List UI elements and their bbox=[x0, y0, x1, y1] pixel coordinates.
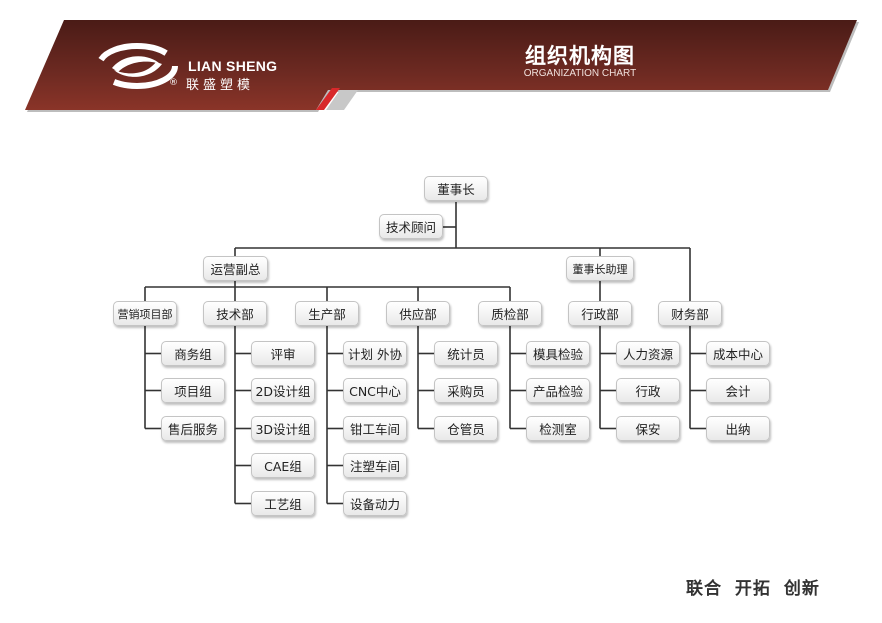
node-unit[interactable]: 出纳 bbox=[706, 416, 770, 441]
node-unit[interactable]: 人力资源 bbox=[616, 341, 680, 366]
node-unit[interactable]: 售后服务 bbox=[161, 416, 225, 441]
node-unit[interactable]: 设备动力 bbox=[343, 491, 407, 516]
node-unit[interactable]: 仓管员 bbox=[434, 416, 498, 441]
logo-swirl-icon bbox=[96, 43, 178, 89]
node-unit[interactable]: CAE组 bbox=[251, 453, 315, 478]
grey-stripe bbox=[326, 90, 358, 110]
node-unit[interactable]: CNC中心 bbox=[343, 378, 407, 403]
red-stripe bbox=[316, 88, 340, 110]
node-chairman-assistant[interactable]: 董事长助理 bbox=[566, 256, 634, 281]
node-chairman[interactable]: 董事长 bbox=[424, 176, 488, 201]
node-unit[interactable]: 采购员 bbox=[434, 378, 498, 403]
logo-text-cn: 联盛塑模 bbox=[186, 78, 255, 93]
node-unit[interactable]: 检测室 bbox=[526, 416, 590, 441]
node-unit[interactable]: 模具检验 bbox=[526, 341, 590, 366]
node-unit[interactable]: 会计 bbox=[706, 378, 770, 403]
registered-mark: ® bbox=[169, 78, 178, 88]
node-unit[interactable]: 项目组 bbox=[161, 378, 225, 403]
node-department[interactable]: 技术部 bbox=[203, 301, 267, 326]
node-tech-advisor[interactable]: 技术顾问 bbox=[379, 214, 443, 239]
node-unit[interactable]: 2D设计组 bbox=[251, 378, 315, 403]
node-department[interactable]: 供应部 bbox=[386, 301, 450, 326]
node-department[interactable]: 营销项目部 bbox=[113, 301, 177, 326]
node-department[interactable]: 质检部 bbox=[478, 301, 542, 326]
node-unit[interactable]: 成本中心 bbox=[706, 341, 770, 366]
node-unit[interactable]: 行政 bbox=[616, 378, 680, 403]
node-unit[interactable]: 评审 bbox=[251, 341, 315, 366]
node-unit[interactable]: 钳工车间 bbox=[343, 416, 407, 441]
node-vp-operations[interactable]: 运营副总 bbox=[203, 256, 268, 281]
node-department[interactable]: 行政部 bbox=[568, 301, 632, 326]
node-department[interactable]: 财务部 bbox=[658, 301, 722, 326]
header-banner bbox=[25, 20, 859, 112]
footer-slogan: 联合 开拓 创新 bbox=[686, 579, 820, 599]
node-unit[interactable]: 注塑车间 bbox=[343, 453, 407, 478]
logo-text-en: LIAN SHENG bbox=[188, 58, 278, 74]
node-unit[interactable]: 计划 外协 bbox=[343, 341, 407, 366]
node-unit[interactable]: 商务组 bbox=[161, 341, 225, 366]
node-unit[interactable]: 统计员 bbox=[434, 341, 498, 366]
node-unit[interactable]: 工艺组 bbox=[251, 491, 315, 516]
node-unit[interactable]: 保安 bbox=[616, 416, 680, 441]
page-title: 组织机构图 bbox=[525, 44, 635, 68]
page-subtitle: ORGANIZATION CHART bbox=[523, 68, 637, 79]
node-unit[interactable]: 3D设计组 bbox=[251, 416, 315, 441]
node-department[interactable]: 生产部 bbox=[295, 301, 359, 326]
node-unit[interactable]: 产品检验 bbox=[526, 378, 590, 403]
